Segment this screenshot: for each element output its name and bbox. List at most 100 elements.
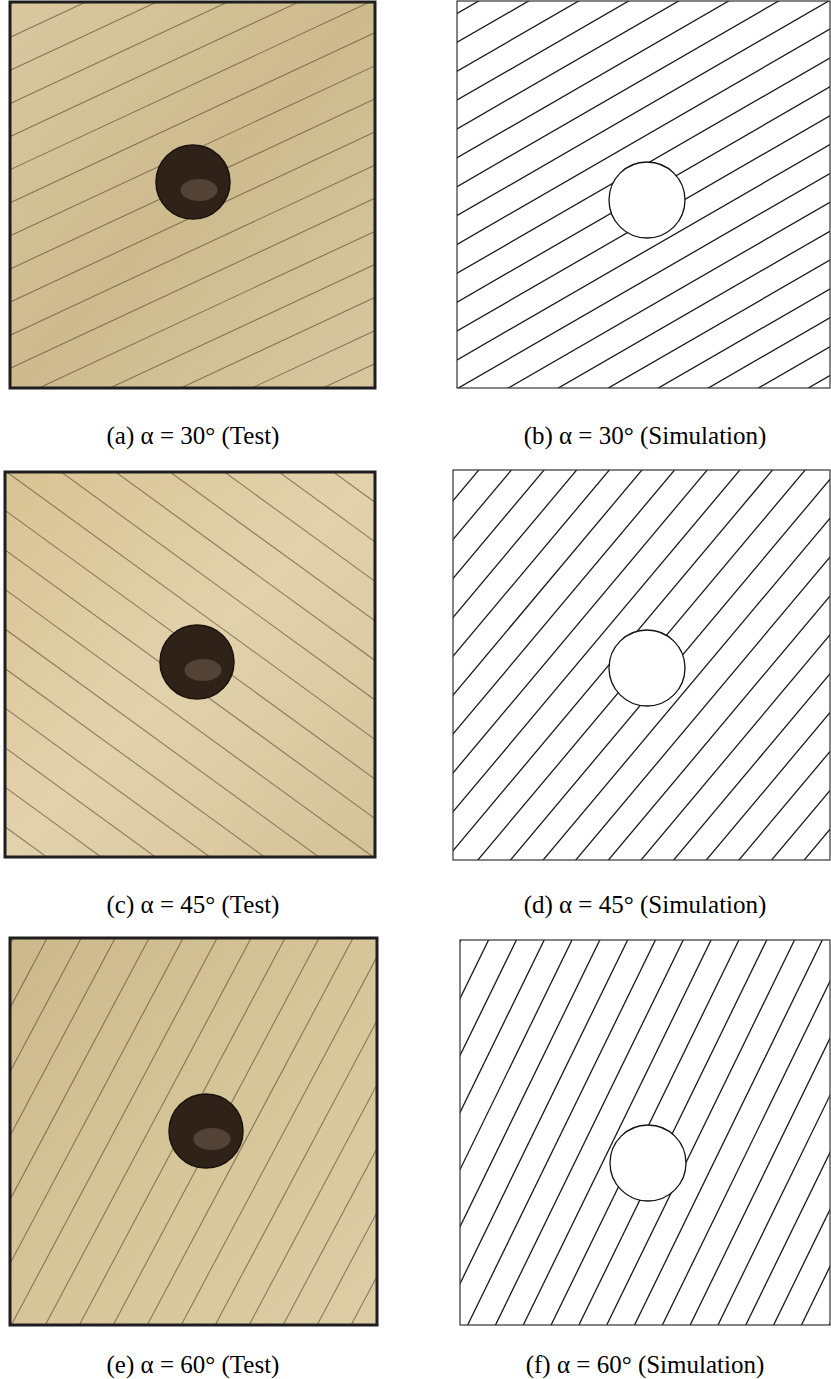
fibre-line [453,470,830,860]
hole [156,145,230,219]
fibre-line [10,938,322,1325]
test-photo [0,237,831,1379]
fibre-line [10,2,375,225]
fibre-line [10,2,375,388]
fibre-line [453,470,830,860]
fibre-lines [10,2,375,388]
panel-ground [453,470,830,860]
fibre-line [457,1,830,270]
fibre-line [453,470,830,860]
fibre-line [10,2,375,388]
fibre-line [453,470,830,860]
fibre-line [453,470,830,860]
fibre-line [453,470,830,860]
fibre-line [10,2,375,388]
simulation-panel [0,0,831,941]
fibre-line [460,940,816,1325]
fibre-line [457,1,830,388]
fibre-line [453,470,830,860]
fibre-line [453,470,830,860]
fibre-line [10,2,375,388]
test-photo [0,0,831,877]
fibre-line [5,472,375,857]
fibre-line [457,1,830,388]
fibre-line [5,472,375,857]
fibre-line [457,1,830,388]
fibre-line [5,472,375,857]
fibre-line [457,1,830,356]
fibre-line [5,472,375,857]
fibre-line [460,940,726,1325]
fibre-line [460,940,636,1325]
panel-ground [5,472,375,857]
fibre-line [457,11,830,388]
fibre-line [457,1,830,313]
fibre-line [460,940,830,1325]
fibre-line [5,472,375,857]
fibre-line [457,1,830,388]
fibre-line [453,470,830,860]
fibre-line [453,470,830,860]
fibre-line [457,1,830,388]
fibre-line [10,2,375,388]
fibre-line [10,938,377,1325]
fibre-line [5,472,375,857]
fibre-line [10,2,375,388]
fibre-line [457,1,830,388]
fibre-line [10,2,375,388]
fibre-line [5,472,375,857]
panel-caption: (b) α = 30° (Simulation) [524,422,767,450]
fibre-line [457,1,830,388]
fibre-line [10,2,375,307]
fibre-line [5,472,375,857]
panel-border [10,2,375,388]
fibre-line [457,98,830,388]
fibre-line [10,120,375,388]
panel-ground [457,1,830,388]
panel-caption: (f) α = 60° (Simulation) [526,1351,765,1379]
fibre-line [5,472,375,857]
fibre-line [453,470,830,860]
fibre-line [460,940,749,1325]
fibre-line [457,1,830,388]
fibre-line [5,518,375,857]
fibre-line [453,470,830,860]
hole-shine [194,1128,231,1150]
fibre-lines [457,1,830,388]
fibre-line [5,472,375,857]
fibre-line [10,2,375,279]
fibre-lines [460,940,830,1325]
fibre-line [10,938,377,1325]
fibre-line [457,1,830,291]
panel-border [457,1,830,388]
fibre-line [5,472,375,837]
fibre-line [10,2,375,388]
fibre-line [10,938,377,1325]
fibre-line [457,1,830,335]
fibre-line [457,54,830,388]
hole [610,1125,686,1201]
simulation-panel [0,238,831,1379]
fibre-line [10,938,242,1325]
fibre-line [453,470,830,860]
fibre-line [453,470,830,860]
fibre-line [457,1,830,388]
fibre-line [457,1,830,388]
fibre-line [453,470,830,860]
fibre-line [453,470,830,860]
fibre-line [5,472,375,857]
fibre-line [457,141,830,388]
fibre-line [453,470,830,860]
fibre-line [10,147,375,388]
fibre-line [541,940,830,1325]
fibre-line [453,470,830,860]
fibre-line [453,470,830,860]
fibre-line [5,492,375,857]
fibre-line [457,76,830,388]
fibre-line [10,65,375,388]
panel-border [453,470,830,860]
fibre-line [457,1,830,388]
